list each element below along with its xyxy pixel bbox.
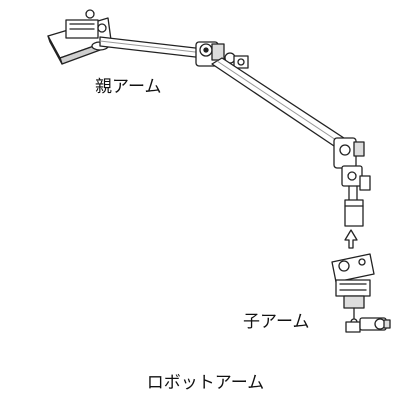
parent-arm-base: [47, 9, 112, 65]
attachment-arrow: [344, 229, 358, 249]
parent-arm-wrist-joint: [333, 137, 371, 227]
child-arm-label: 子アーム: [243, 312, 310, 332]
figure-caption: ロボットアーム: [146, 373, 265, 393]
parent-arm-tube-lower: [211, 57, 351, 151]
child-arm: [331, 253, 391, 333]
parent-arm-tube-upper: [99, 36, 205, 59]
parent-arm-label: 親アーム: [95, 77, 162, 97]
